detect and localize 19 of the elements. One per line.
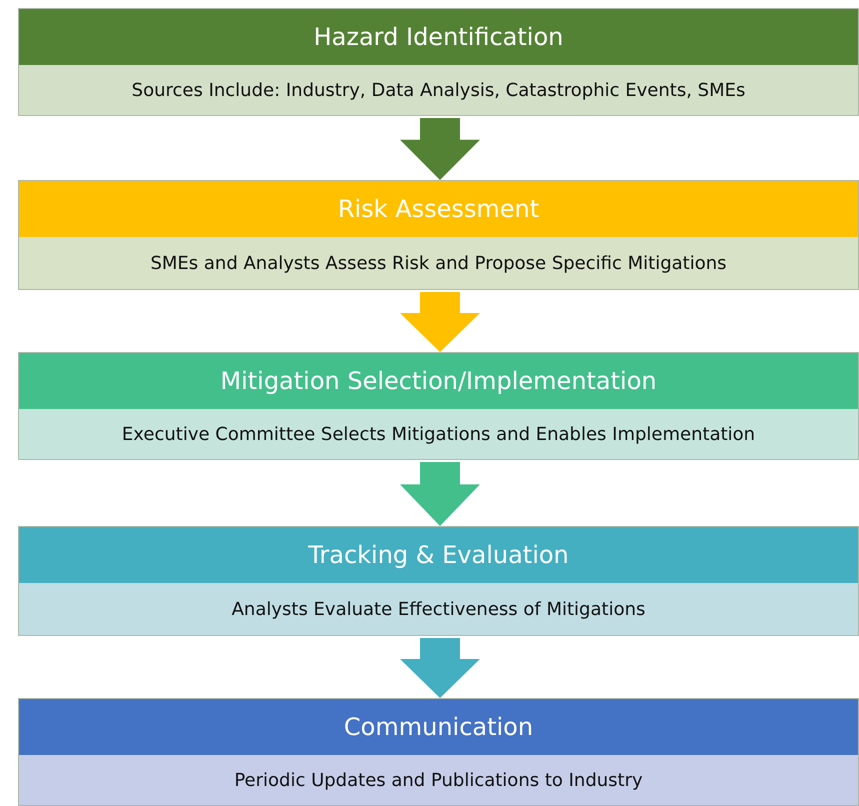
stage-heading: Mitigation Selection/Implementation bbox=[19, 353, 858, 409]
stage-heading: Tracking & Evaluation bbox=[19, 527, 858, 583]
process-stage bbox=[18, 180, 859, 290]
stage-heading: Risk Assessment bbox=[19, 181, 858, 237]
stage-heading: Hazard Identification bbox=[19, 9, 858, 65]
stage-description: Periodic Updates and Publications to Industry bbox=[234, 770, 643, 790]
block-arrow bbox=[400, 118, 480, 180]
block-arrow bbox=[400, 638, 480, 698]
process-stage bbox=[18, 8, 859, 116]
process-stage bbox=[18, 698, 859, 806]
stage-description: Sources Include: Industry, Data Analysis, Catastrophic Events, SMEs bbox=[132, 80, 746, 100]
process-stage bbox=[18, 526, 859, 636]
stage-description: Executive Committee Selects Mitigations and Enables Implementation bbox=[122, 424, 756, 444]
block-arrow bbox=[400, 462, 480, 526]
process-stage bbox=[18, 352, 859, 460]
stage-description: Analysts Evaluate Effectiveness of Mitigations bbox=[232, 598, 646, 620]
stage-heading: Communication bbox=[19, 699, 858, 755]
block-arrow bbox=[400, 292, 480, 352]
stage-description: SMEs and Analysts Assess Risk and Propose Specific Mitigations bbox=[150, 252, 727, 274]
